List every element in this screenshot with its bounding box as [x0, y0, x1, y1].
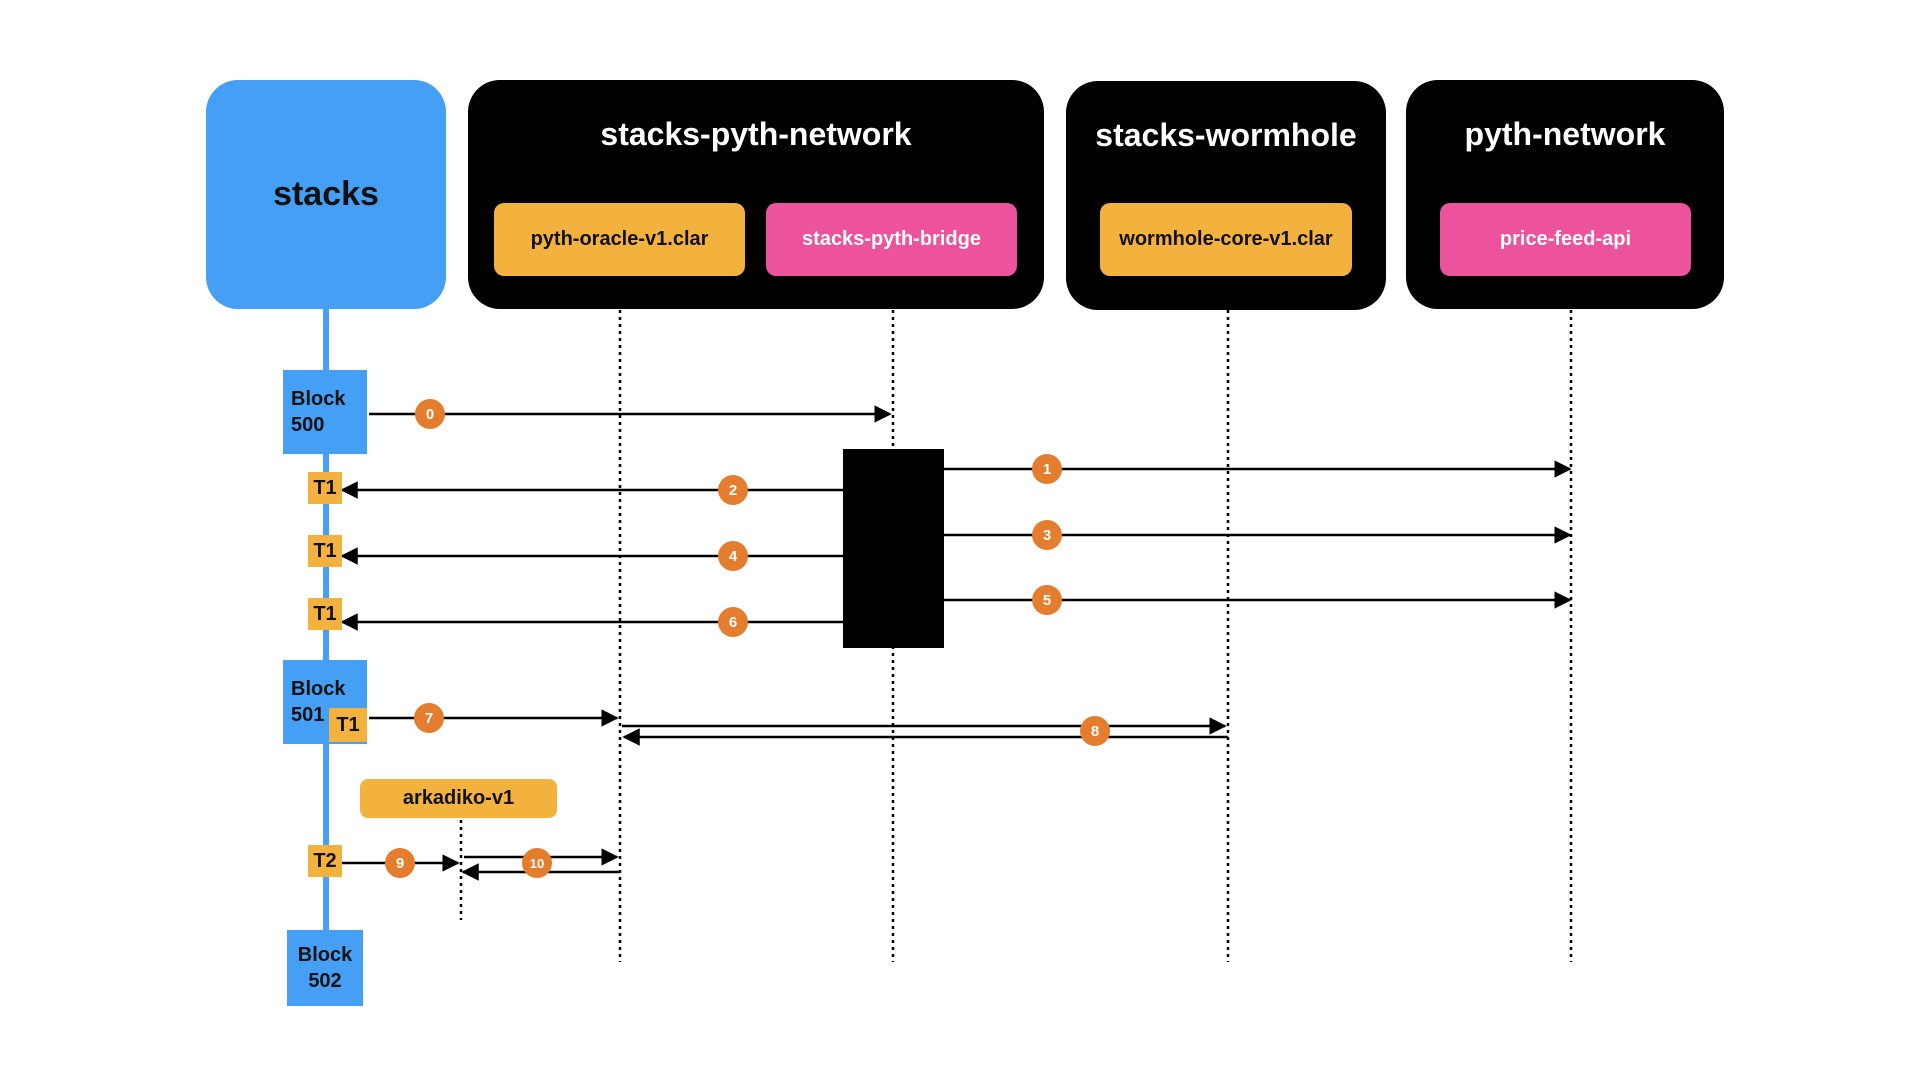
step-badge-6: 6	[718, 607, 748, 637]
block-500: Block 500	[283, 370, 367, 454]
block-502-number: 502	[308, 970, 342, 992]
block-501-label: Block	[291, 678, 346, 700]
block-500-label: Block	[291, 388, 346, 410]
step-badge-3: 3	[1032, 520, 1062, 550]
step-label-1: 1	[1043, 461, 1051, 478]
stacks-participant: stacks	[206, 80, 446, 309]
stacks-pyth-bridge-component: stacks-pyth-bridge	[766, 203, 1017, 276]
step-label-3: 3	[1043, 527, 1051, 544]
transaction-t1: T1	[308, 472, 342, 504]
stacks-wormhole-title: stacks-wormhole	[1095, 117, 1357, 153]
step-badge-8: 8	[1080, 716, 1110, 746]
block-500-number: 500	[291, 414, 325, 436]
stacks-pyth-network-title: stacks-pyth-network	[600, 116, 912, 152]
bridge-activation-bar	[843, 449, 944, 648]
transaction-t1: T1	[308, 535, 342, 567]
transaction-t1: T1	[329, 708, 367, 742]
step-label-2: 2	[729, 482, 737, 499]
stacks-wormhole-group: stacks-wormhole wormhole-core-v1.clar	[1066, 81, 1386, 310]
stacks-label: stacks	[273, 175, 379, 213]
block-502: Block 502	[287, 930, 363, 1006]
transaction-t2: T2	[308, 845, 342, 877]
arkadiko-component: arkadiko-v1	[360, 779, 557, 818]
step-label-8: 8	[1091, 723, 1099, 740]
step-badge-1: 1	[1032, 454, 1062, 484]
step-label-7: 7	[425, 710, 433, 727]
wormhole-core-component: wormhole-core-v1.clar	[1100, 203, 1352, 276]
pyth-network-group: pyth-network price-feed-api	[1406, 80, 1724, 309]
step-label-9: 9	[396, 855, 404, 872]
step-badge-10: 10	[522, 848, 552, 878]
step-label-5: 5	[1043, 592, 1051, 609]
step-label-6: 6	[729, 614, 737, 631]
step-badge-5: 5	[1032, 585, 1062, 615]
pyth-network-title: pyth-network	[1464, 116, 1666, 152]
transaction-t1: T1	[308, 598, 342, 630]
step-label-10: 10	[530, 856, 544, 871]
pyth-oracle-component: pyth-oracle-v1.clar	[494, 203, 745, 276]
stacks-pyth-network-group: stacks-pyth-network pyth-oracle-v1.clar …	[468, 80, 1044, 309]
step-badge-4: 4	[718, 541, 748, 571]
step-badge-7: 7	[414, 703, 444, 733]
step-badge-0: 0	[415, 399, 445, 429]
step-label-0: 0	[426, 406, 434, 423]
step-label-4: 4	[729, 548, 738, 565]
price-feed-api-component: price-feed-api	[1440, 203, 1691, 276]
step-badge-9: 9	[385, 848, 415, 878]
step-badge-2: 2	[718, 475, 748, 505]
block-502-label: Block	[297, 944, 353, 966]
block-501-number: 501	[291, 704, 325, 726]
